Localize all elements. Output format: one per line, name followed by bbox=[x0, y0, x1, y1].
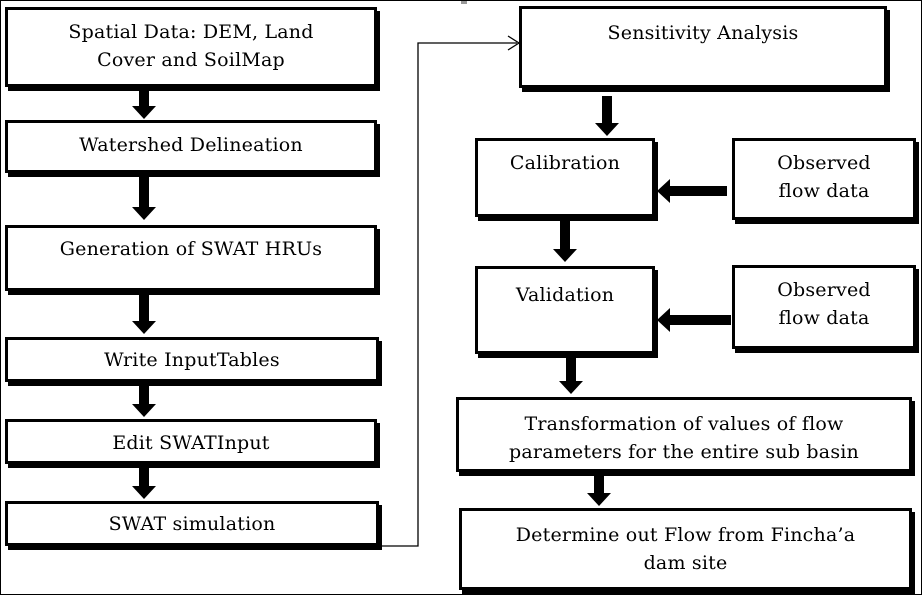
top-edge-mark bbox=[461, 1, 467, 4]
arrow-spatial-to-delineation bbox=[131, 89, 157, 119]
box-calibration-line1: Calibration bbox=[509, 152, 621, 174]
box-write-input-tables-line1: Write InputTables bbox=[104, 349, 280, 371]
arrow-sensitivity-to-calibration bbox=[594, 96, 620, 136]
box-watershed-delineation: Watershed Delineation bbox=[5, 120, 377, 173]
box-edit-swat-input-line1: Edit SWATInput bbox=[112, 432, 270, 454]
arrow-observed2-to-validation bbox=[657, 308, 731, 332]
box-observed-flow-1-line1: Observed bbox=[777, 152, 871, 174]
box-transformation-line2: parameters for the entire sub basin bbox=[509, 441, 859, 463]
arrow-transformation-to-outflow bbox=[586, 475, 612, 506]
arrow-observed1-to-calibration bbox=[657, 179, 727, 203]
box-sensitivity-analysis: Sensitivity Analysis bbox=[519, 6, 887, 88]
arrow-hrus-to-tables bbox=[131, 294, 157, 334]
box-swat-simulation: SWAT simulation bbox=[5, 501, 379, 546]
arrow-tables-to-edit bbox=[131, 385, 157, 417]
box-observed-flow-1-line2: flow data bbox=[778, 180, 870, 202]
box-determine-outflow: Determine out Flow from Fincha’a dam sit… bbox=[459, 508, 912, 590]
box-watershed-delineation-line1: Watershed Delineation bbox=[79, 134, 303, 156]
box-swat-simulation-line1: SWAT simulation bbox=[108, 513, 276, 535]
box-transformation: Transformation of values of flow paramet… bbox=[456, 397, 912, 472]
box-determine-outflow-line2: dam site bbox=[643, 552, 728, 574]
box-calibration: Calibration bbox=[475, 138, 655, 217]
box-observed-flow-2-line2: flow data bbox=[778, 307, 870, 329]
box-write-input-tables: Write InputTables bbox=[5, 337, 379, 382]
box-generation-hrus-line1: Generation of SWAT HRUs bbox=[59, 238, 323, 260]
box-generation-hrus: Generation of SWAT HRUs bbox=[5, 225, 377, 291]
box-determine-outflow-line1: Determine out Flow from Fincha’a bbox=[515, 524, 856, 546]
box-transformation-line1: Transformation of values of flow bbox=[524, 413, 844, 435]
box-sensitivity-analysis-line1: Sensitivity Analysis bbox=[607, 22, 799, 44]
box-validation: Validation bbox=[475, 266, 655, 354]
box-edit-swat-input: Edit SWATInput bbox=[5, 419, 377, 464]
box-observed-flow-2-line1: Observed bbox=[777, 279, 871, 301]
box-spatial-data-line2: Cover and SoilMap bbox=[97, 49, 285, 71]
arrow-delineation-to-hrus bbox=[131, 176, 157, 220]
box-observed-flow-2: Observed flow data bbox=[732, 265, 916, 349]
box-observed-flow-1: Observed flow data bbox=[732, 138, 916, 220]
box-spatial-data-line1: Spatial Data: DEM, Land bbox=[68, 21, 314, 43]
box-validation-line1: Validation bbox=[515, 284, 615, 306]
arrow-validation-to-transformation bbox=[558, 357, 584, 394]
arrow-edit-to-simulation bbox=[131, 466, 157, 499]
box-spatial-data: Spatial Data: DEM, Land Cover and SoilMa… bbox=[5, 7, 377, 87]
arrow-calibration-to-validation bbox=[552, 220, 578, 262]
